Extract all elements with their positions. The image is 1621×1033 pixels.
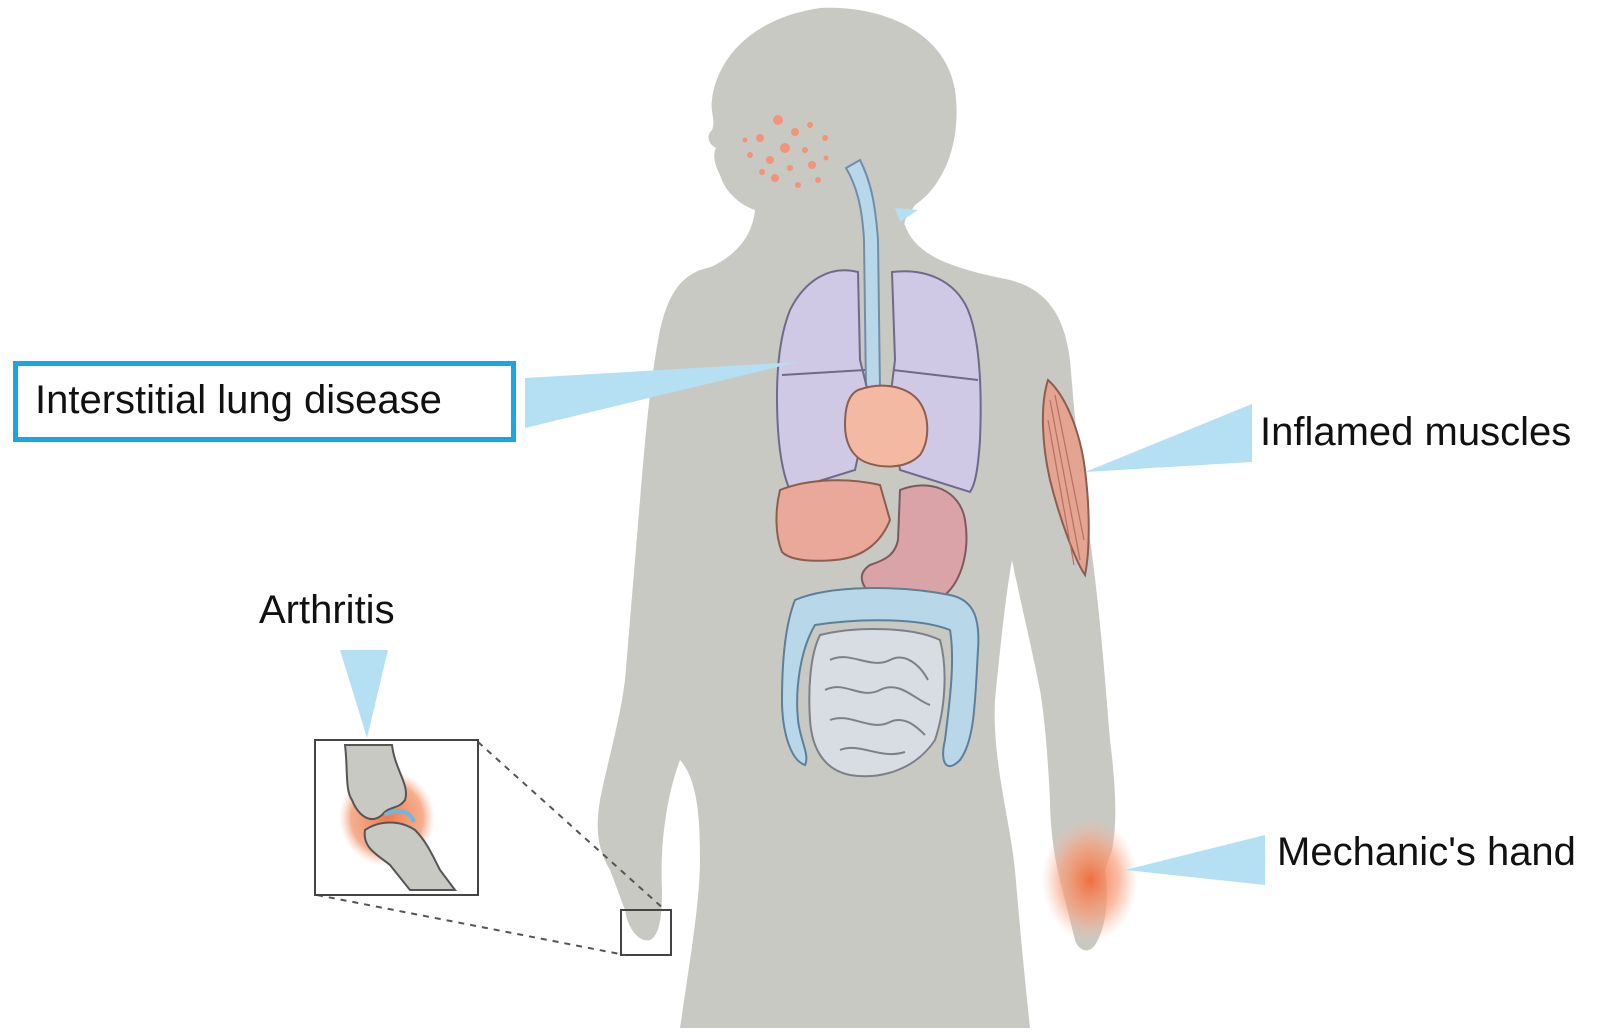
label-interstitial-lung-disease: Interstitial lung disease [35, 380, 442, 420]
arthritis-inset [315, 740, 478, 895]
arthritis-callout [340, 650, 388, 738]
label-inflamed-muscles: Inflamed muscles [1260, 412, 1571, 452]
heart [845, 386, 927, 467]
label-arthritis: Arthritis [259, 590, 395, 630]
mechanics-hand-glow [1042, 818, 1138, 942]
label-mechanics-hand: Mechanic's hand [1277, 832, 1576, 872]
muscle-callout [1085, 404, 1252, 472]
hand-callout [1125, 835, 1265, 885]
